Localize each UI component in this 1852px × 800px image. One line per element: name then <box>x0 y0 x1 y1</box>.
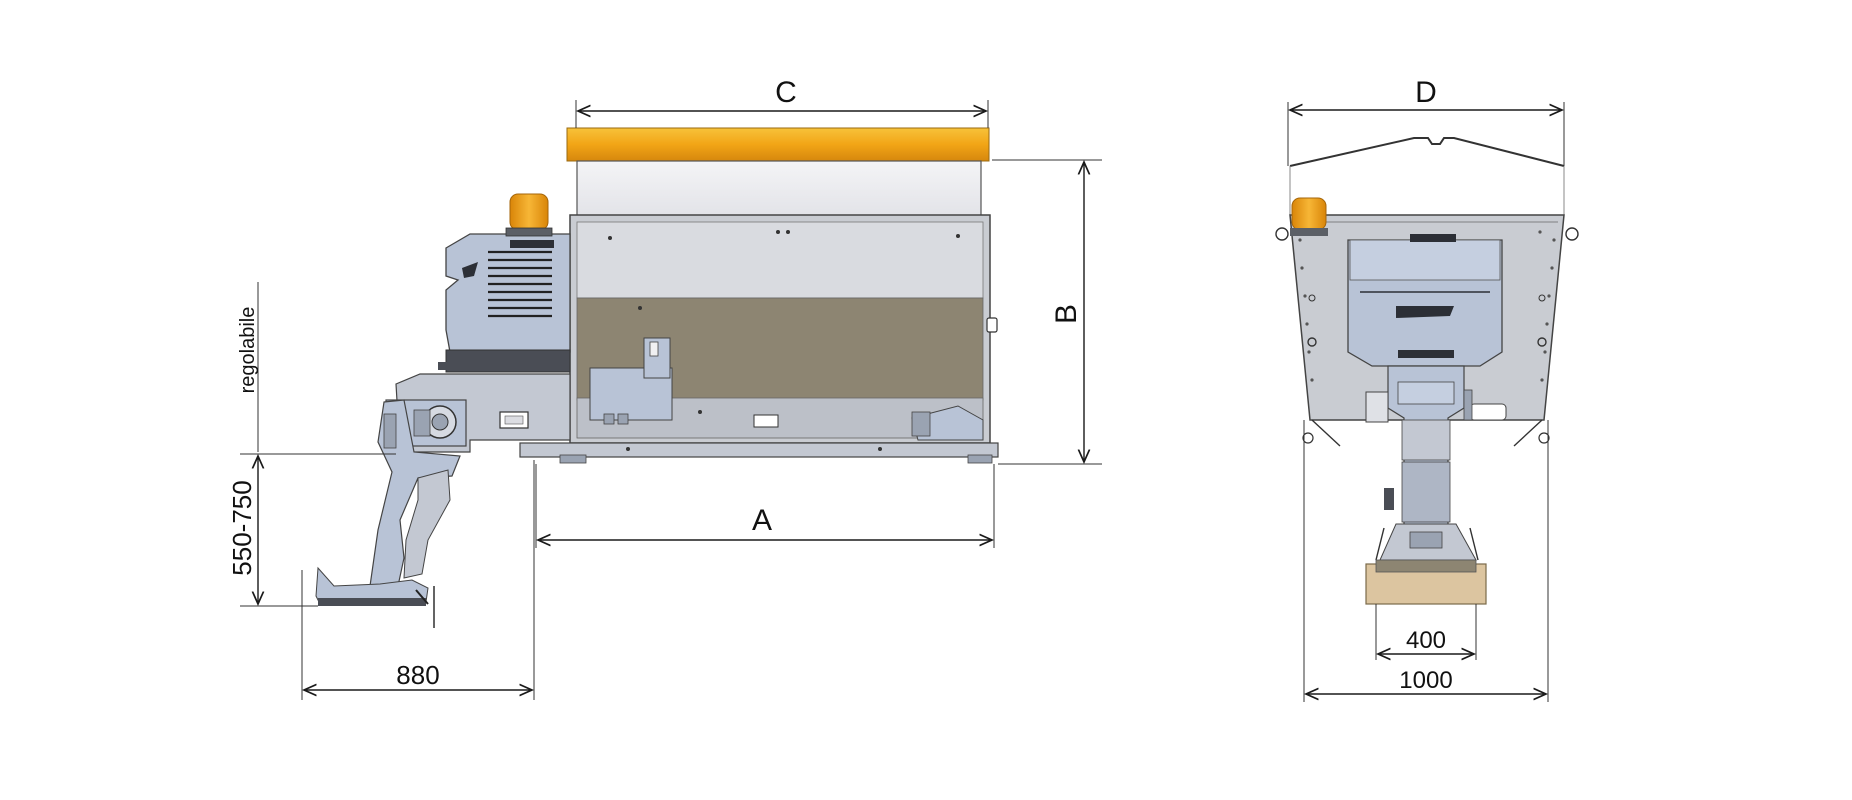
dim-label-400: 400 <box>1406 627 1446 654</box>
base-frame <box>519 442 999 458</box>
side-dimensions <box>240 100 1102 700</box>
hopper-lid <box>566 127 990 162</box>
dim-label-d: D <box>1415 76 1437 109</box>
rear-warning-beacon <box>1291 197 1327 231</box>
dim-label-a: A <box>752 504 772 537</box>
rear-lid-outline <box>1289 137 1565 167</box>
dim-label-c: C <box>775 76 797 109</box>
spreader-foot <box>315 566 429 605</box>
dim-label-regolabile: regolabile <box>237 307 259 394</box>
upper-panel <box>576 160 982 218</box>
dim-label-880: 880 <box>396 660 439 690</box>
warning-beacon <box>509 193 549 231</box>
side-view-machine <box>315 127 999 628</box>
dim-label-1000: 1000 <box>1399 667 1452 694</box>
dim-label-550-750: 550-750 <box>227 480 257 575</box>
rear-view-machine <box>1275 137 1579 605</box>
rear-dimensions <box>1287 102 1565 702</box>
dim-label-b: B <box>1050 304 1083 324</box>
